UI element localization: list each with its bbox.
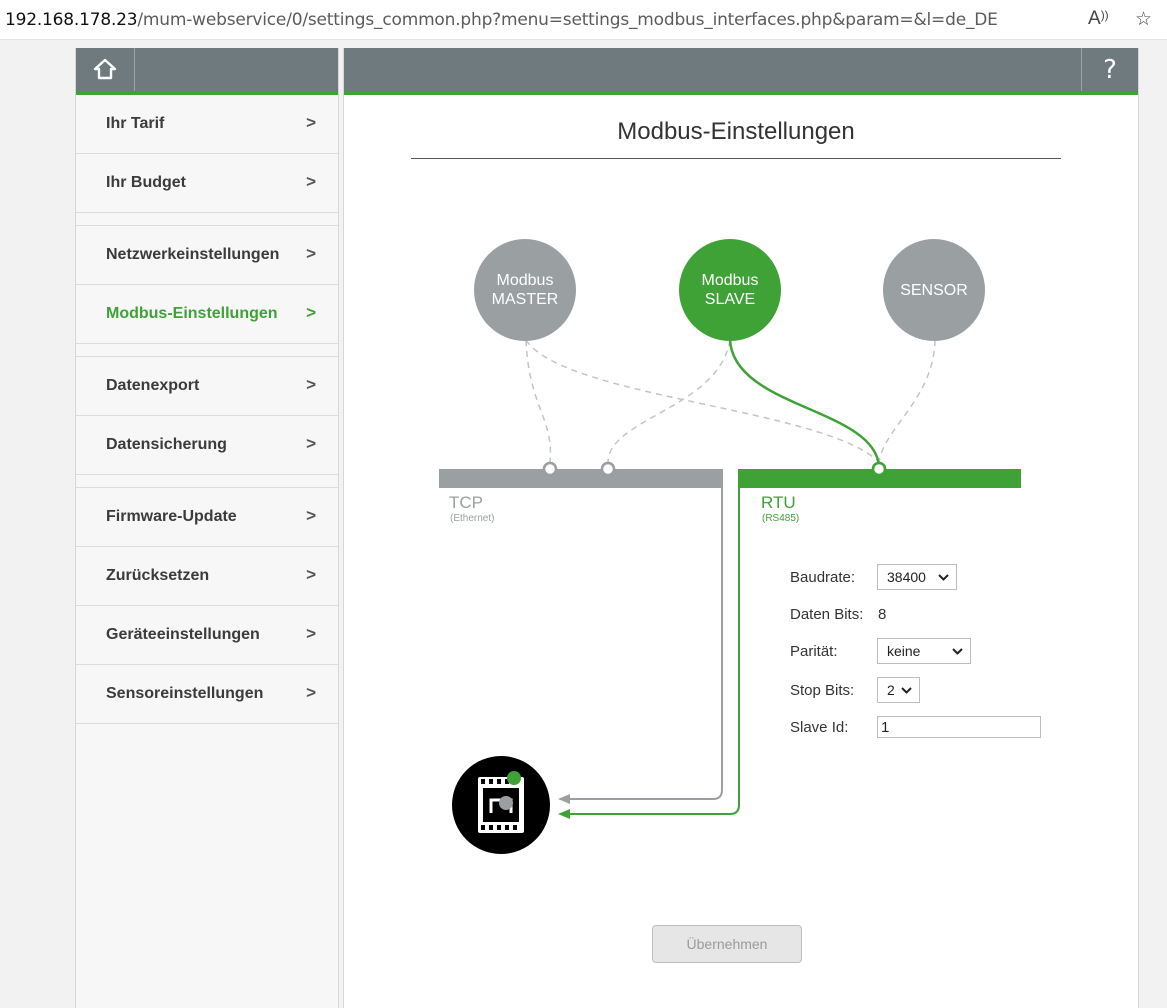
stopbits-select[interactable]: 2: [877, 677, 920, 703]
meter-device-icon: [452, 756, 550, 854]
modbus-master-role[interactable]: Modbus MASTER: [474, 239, 576, 341]
slaveid-label: Slave Id:: [790, 719, 849, 736]
databits-label: Daten Bits:: [790, 606, 864, 623]
sidebar-item-modbus[interactable]: Modbus-Einstellungen >: [76, 285, 338, 344]
baudrate-select[interactable]: 38400: [877, 564, 957, 590]
chevron-right-icon: >: [306, 624, 316, 643]
sidebar: Ihr Tarif > Ihr Budget > Netzwerkeinstellu…: [75, 48, 339, 1008]
sidebar-item-sensor-settings[interactable]: Sensoreinstellungen >: [76, 665, 338, 724]
stopbits-value: 2: [887, 682, 895, 698]
sidebar-item-label: Firmware-Update: [106, 508, 237, 525]
chevron-right-icon: >: [306, 506, 316, 525]
sidebar-item-label: Netzwerkeinstellungen: [106, 246, 280, 263]
chevron-right-icon: >: [306, 683, 316, 702]
help-button[interactable]: ?: [1081, 48, 1138, 91]
chevron-down-icon: [901, 687, 912, 694]
sidebar-item-budget[interactable]: Ihr Budget >: [76, 154, 338, 213]
sidebar-item-firmware[interactable]: Firmware-Update >: [76, 487, 338, 547]
title-divider: [411, 158, 1061, 159]
sensor-role[interactable]: SENSOR: [883, 239, 985, 341]
sidebar-item-label: Zurücksetzen: [106, 567, 210, 584]
tcp-bus[interactable]: [439, 469, 723, 488]
sidebar-item-network[interactable]: Netzwerkeinstellungen >: [76, 225, 338, 285]
sidebar-item-reset[interactable]: Zurücksetzen >: [76, 547, 338, 606]
sidebar-item-label: Sensoreinstellungen: [106, 685, 264, 702]
stopbits-label: Stop Bits:: [790, 682, 855, 699]
master-rtu-link: [525, 339, 880, 463]
tcp-device-link: [566, 488, 723, 800]
tcp-arrow: [558, 794, 570, 804]
rtu-label: RTU: [761, 493, 796, 512]
page-title: Modbus-Einstellungen: [617, 118, 855, 145]
settings-menu: Ihr Tarif > Ihr Budget > Netzwerkeinstellu…: [76, 95, 338, 724]
url-path: /mum-webservice/0/settings_common.php?me…: [137, 10, 998, 30]
slave-label-line2: SLAVE: [704, 291, 756, 308]
tcp-sublabel: (Ethernet): [450, 513, 495, 524]
read-aloud-icon[interactable]: A)): [1088, 8, 1109, 29]
sidebar-item-label: Geräteeinstellungen: [106, 626, 260, 643]
sidebar-item-label: Ihr Budget: [106, 174, 186, 191]
sidebar-item-label: Datensicherung: [106, 436, 227, 453]
baudrate-value: 38400: [887, 569, 926, 585]
sidebar-item-data-export[interactable]: Datenexport >: [76, 356, 338, 416]
sensor-rtu-link: [878, 339, 936, 463]
rtu-arrow: [558, 809, 570, 819]
slave-label-line1: Modbus: [701, 272, 759, 289]
chevron-right-icon: >: [306, 113, 316, 132]
main-header: ?: [344, 48, 1138, 95]
browser-address-bar[interactable]: 192.168.178.23/mum-webservice/0/settings…: [0, 0, 1167, 40]
connection-diagram: [525, 339, 936, 819]
chevron-right-icon: >: [306, 172, 316, 191]
tcp-label: TCP: [449, 493, 483, 512]
databits-value: 8: [878, 606, 887, 623]
sidebar-item-label: Modbus-Einstellungen: [106, 305, 278, 322]
sidebar-item-tarif[interactable]: Ihr Tarif >: [76, 95, 338, 154]
master-label-line1: Modbus: [496, 272, 554, 289]
sensor-label: SENSOR: [900, 281, 968, 299]
sidebar-item-backup[interactable]: Datensicherung >: [76, 416, 338, 475]
parity-select[interactable]: keine: [877, 638, 971, 664]
chevron-right-icon: >: [306, 434, 316, 453]
url-text[interactable]: 192.168.178.23/mum-webservice/0/settings…: [5, 10, 998, 30]
parity-value: keine: [887, 643, 921, 659]
master-tcp-link: [525, 339, 552, 463]
sidebar-item-label: Datenexport: [106, 377, 200, 394]
master-label-line2: MASTER: [491, 291, 559, 308]
baudrate-label: Baudrate:: [790, 569, 856, 586]
rtu-device-link: [566, 488, 740, 815]
chevron-down-icon: [952, 648, 963, 655]
apply-button[interactable]: Übernehmen: [652, 925, 802, 963]
chevron-down-icon: [938, 574, 949, 581]
home-button[interactable]: [76, 48, 135, 91]
sidebar-item-label: Ihr Tarif: [106, 115, 165, 132]
favorite-star-icon[interactable]: ☆: [1135, 9, 1153, 30]
slave-rtu-active-link: [728, 339, 881, 467]
home-icon: [93, 58, 117, 80]
modbus-slave-role[interactable]: Modbus SLAVE: [679, 239, 781, 341]
url-host: 192.168.178.23: [5, 10, 138, 30]
sidebar-item-device-settings[interactable]: Geräteeinstellungen >: [76, 606, 338, 665]
parity-label: Parität:: [790, 643, 838, 660]
chevron-right-icon: >: [306, 244, 316, 263]
rtu-bus[interactable]: [738, 469, 1021, 488]
rtu-sublabel: (RS485): [762, 513, 800, 524]
chevron-right-icon: >: [306, 375, 316, 394]
main-panel: ? Modbus-Einstellungen Modbus MASTER Mod…: [343, 48, 1139, 1008]
slaveid-input[interactable]: 1: [877, 716, 1041, 738]
sidebar-header: [76, 48, 338, 95]
chevron-right-icon: >: [306, 303, 316, 322]
chevron-right-icon: >: [306, 565, 316, 584]
slave-tcp-link: [607, 339, 731, 463]
slaveid-value: 1: [881, 719, 890, 736]
